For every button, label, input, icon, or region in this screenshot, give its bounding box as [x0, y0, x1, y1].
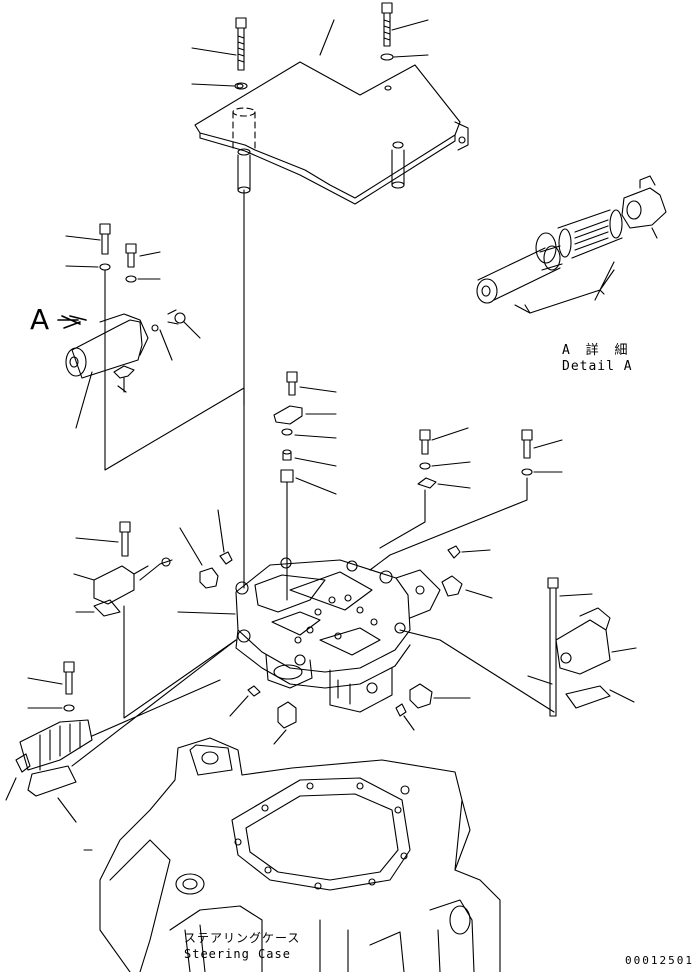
- center-parts-column: [274, 372, 336, 600]
- detail-arrow-icon: [58, 316, 86, 328]
- top-bolt-left: [192, 18, 247, 89]
- valve-body: [178, 558, 440, 712]
- drawing-number: 00012501: [625, 954, 694, 967]
- solenoid-right: [400, 578, 636, 716]
- cover-plate: [195, 20, 468, 204]
- detail-title-jp: A 詳 細: [562, 343, 632, 358]
- steering-case-label-jp: ステアリングケース: [184, 931, 301, 945]
- solenoid-bottom-left: [6, 640, 236, 822]
- steering-case: [84, 738, 500, 972]
- top-bolt-right: [381, 3, 428, 60]
- solenoid-assembly-a: [66, 224, 244, 470]
- right-bolts: [370, 428, 562, 570]
- valve-plugs: [180, 510, 492, 744]
- detail-title-en: Detail A: [562, 359, 633, 374]
- steering-case-label-en: Steering Case: [184, 947, 291, 961]
- detail-a-marker: A: [30, 303, 50, 336]
- detail-a-parts: [477, 176, 666, 313]
- small-solenoid-left: [74, 522, 236, 718]
